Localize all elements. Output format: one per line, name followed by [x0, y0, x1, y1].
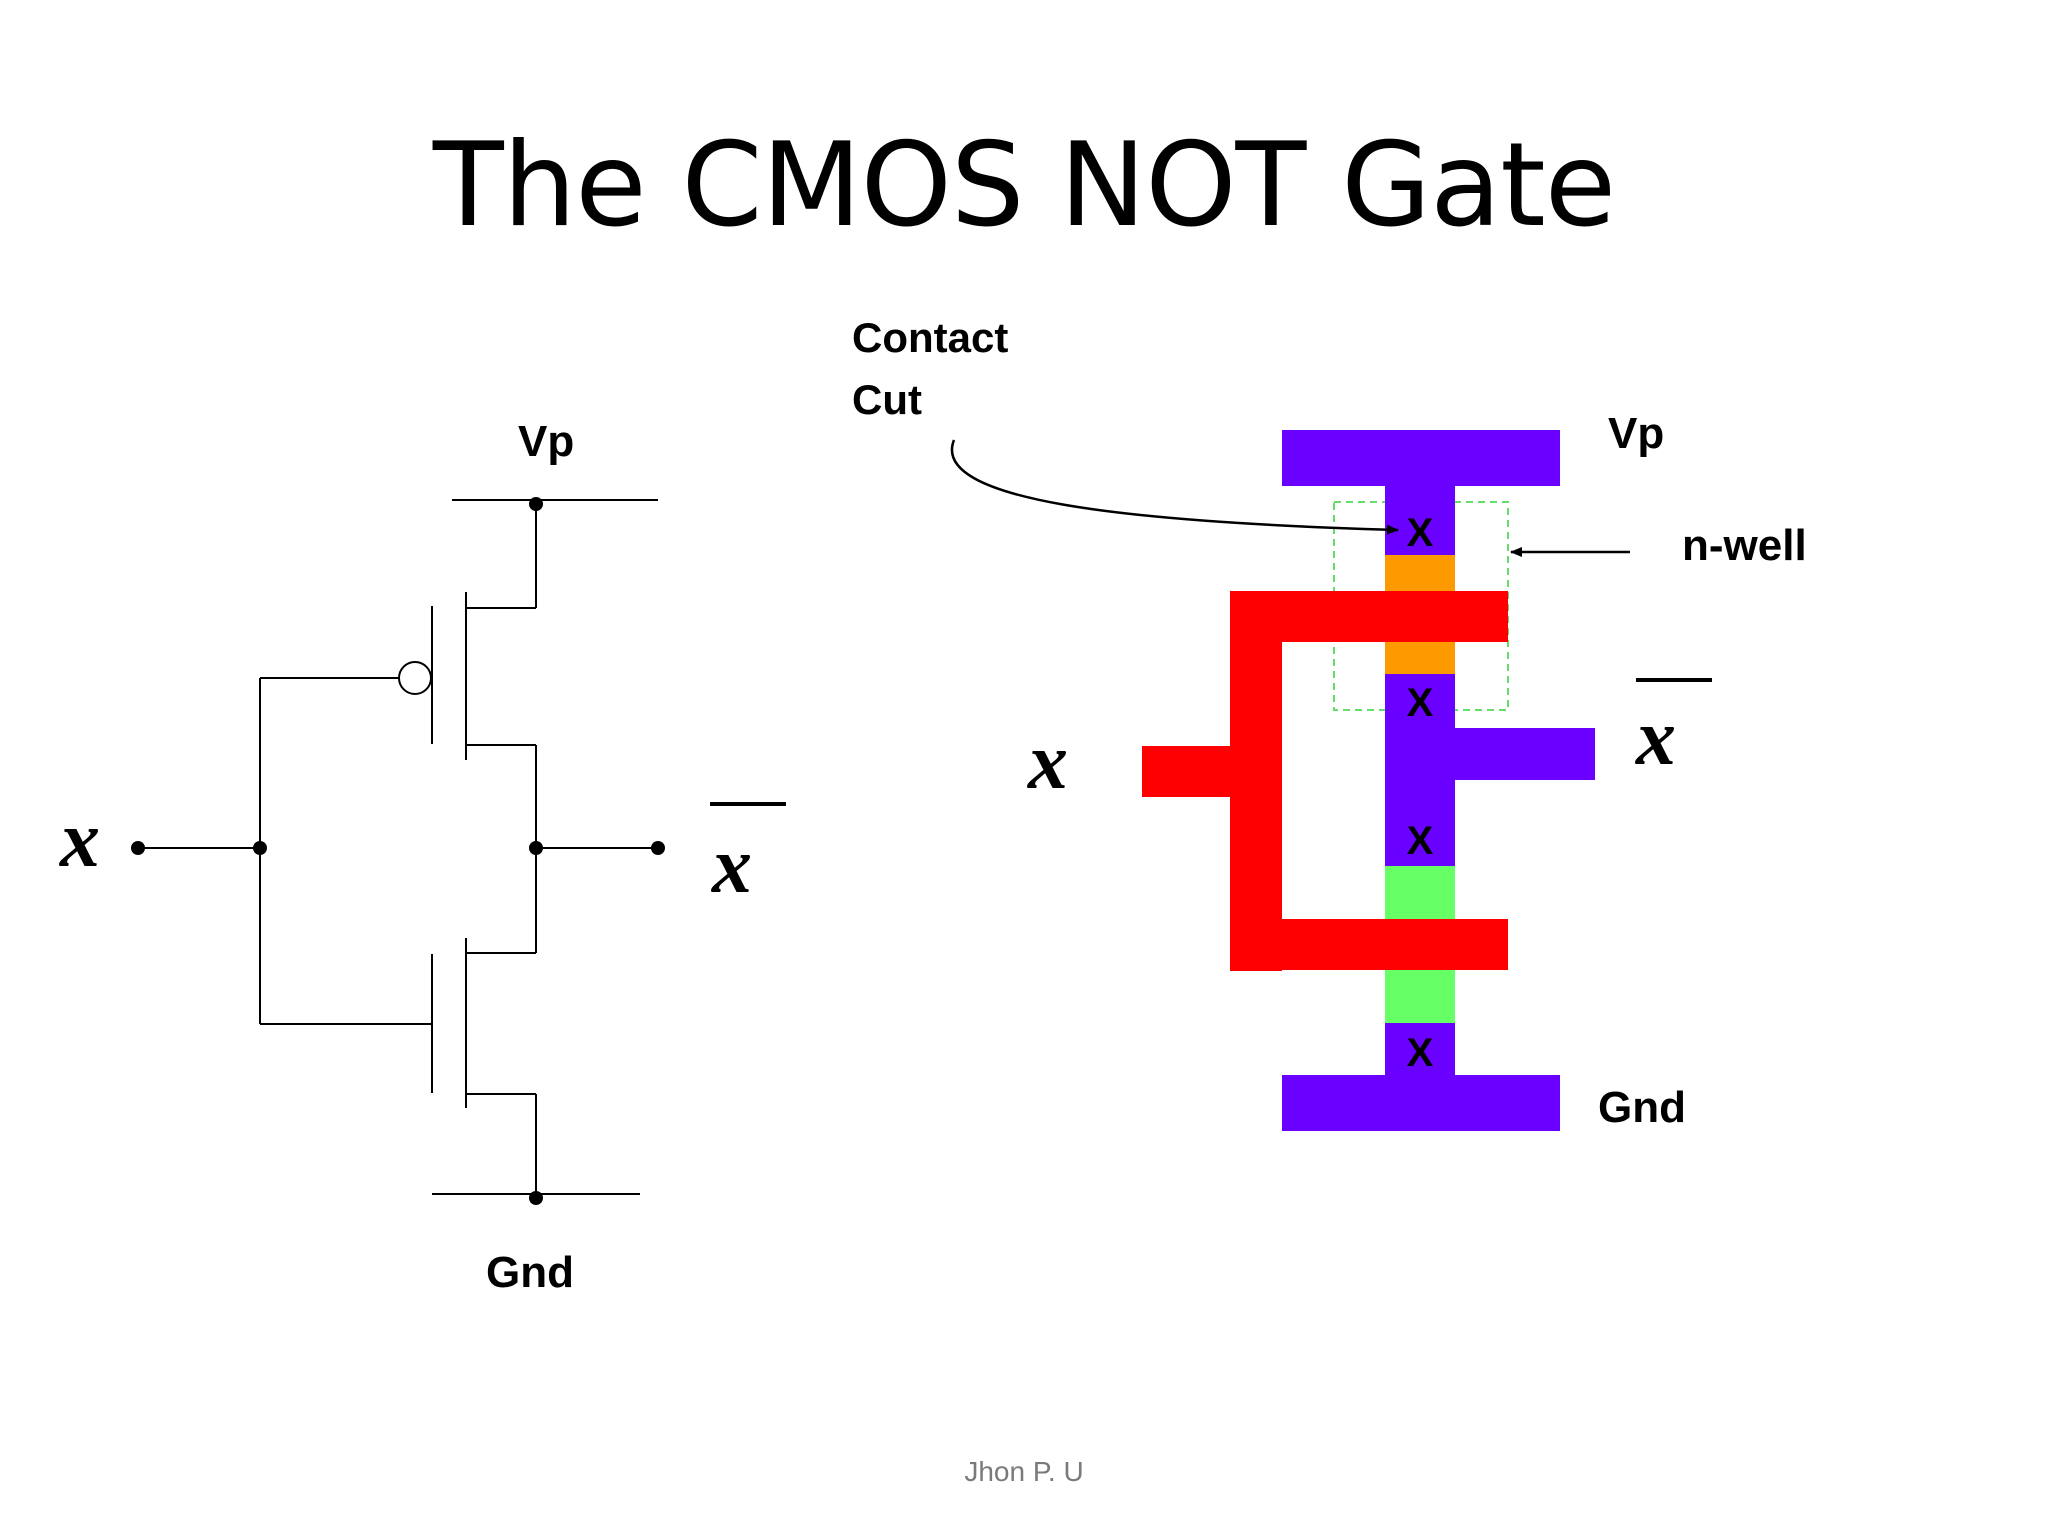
contact-cut-pmos: X [1407, 681, 1434, 725]
schematic-gnd-label: Gnd [486, 1248, 574, 1297]
poly-vertical [1230, 591, 1282, 971]
pmos-gate-bubble [398, 661, 432, 695]
p-diffusion-upper [1385, 555, 1455, 591]
metal-gnd-stem [1385, 1023, 1455, 1075]
input-junction [253, 841, 267, 855]
output-junction [529, 841, 543, 855]
slide-title: The CMOS NOT Gate [432, 118, 1616, 253]
poly-input-arm [1142, 746, 1232, 797]
metal-output-arm [1455, 728, 1595, 780]
gnd-junction [529, 1191, 543, 1205]
contact-cut-arrow [950, 439, 1399, 535]
vp-junction [529, 497, 543, 511]
metal-vp-stem [1385, 486, 1455, 555]
output-terminal [651, 841, 665, 855]
contact-cut-nmos: X [1407, 819, 1434, 863]
contact-cut-gnd: X [1407, 1031, 1434, 1075]
contact-cut-label-line1: Contact [852, 314, 1008, 361]
contact-cut-vp: X [1407, 511, 1434, 555]
p-diffusion-lower [1385, 642, 1455, 674]
metal-vp-bar [1282, 430, 1560, 486]
slide-footer: Jhon P. U [964, 1456, 1084, 1487]
n-diffusion-lower [1385, 970, 1455, 1023]
cmos-layout [1142, 430, 1595, 1131]
schematic-vp-label: Vp [518, 417, 574, 466]
metal-output-column [1385, 674, 1455, 866]
input-terminal [131, 841, 145, 855]
layout-output-label: x [1635, 694, 1676, 782]
cmos-schematic [138, 499, 658, 1195]
n-diffusion-upper [1385, 866, 1455, 919]
metal-gnd-bar [1282, 1075, 1560, 1131]
layout-input-label: x [1027, 718, 1068, 806]
schematic-input-label: x [59, 796, 100, 884]
schematic-output-label: x [711, 822, 752, 910]
layout-vp-label: Vp [1608, 409, 1664, 458]
contact-cut-label-line2: Cut [852, 376, 922, 423]
poly-bottom-bar [1230, 919, 1508, 970]
schematic-junctions [131, 497, 665, 1205]
layout-gnd-label: Gnd [1598, 1083, 1686, 1132]
nwell-label: n-well [1682, 521, 1807, 570]
